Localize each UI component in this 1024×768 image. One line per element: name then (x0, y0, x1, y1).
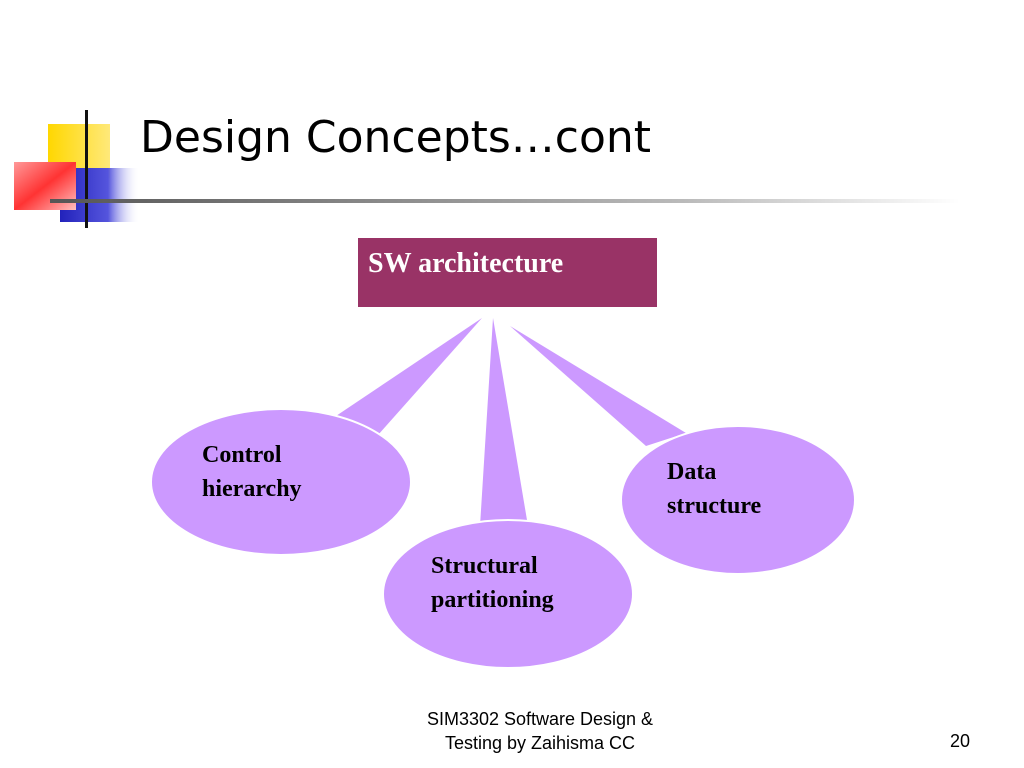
connector-control-hierarchy (333, 318, 482, 435)
slide-footer: SIM3302 Software Design & Testing by Zai… (390, 707, 690, 755)
data-structure-label: Data structure (667, 455, 761, 523)
structural-partitioning-line2: partitioning (431, 587, 554, 613)
control-hierarchy-line2: hierarchy (202, 476, 302, 502)
structural-partitioning-label: Structural partitioning (431, 549, 554, 617)
connector-structural-partitioning (480, 318, 528, 526)
control-hierarchy-label: Control hierarchy (202, 438, 302, 506)
structural-partitioning-line1: Structural (431, 553, 538, 579)
title-underline (50, 199, 960, 203)
logo-vertical-bar (85, 110, 88, 228)
slide-decoration (14, 110, 960, 228)
slide-title: Design Concepts…cont (140, 112, 652, 163)
data-structure-line1: Data (667, 459, 717, 485)
node-control-hierarchy (150, 408, 412, 556)
node-structural-partitioning (382, 519, 634, 669)
control-hierarchy-line1: Control (202, 442, 282, 468)
page-number: 20 (949, 731, 970, 751)
data-structure-line2: structure (667, 493, 762, 519)
sw-architecture-label: SW architecture (368, 248, 564, 279)
connector-data-structure (510, 326, 686, 446)
sw-architecture-box (358, 238, 657, 307)
footer-line2: Testing by Zaihisma CC (444, 733, 636, 753)
node-data-structure (620, 425, 856, 575)
footer-line1: SIM3302 Software Design & (426, 709, 654, 729)
